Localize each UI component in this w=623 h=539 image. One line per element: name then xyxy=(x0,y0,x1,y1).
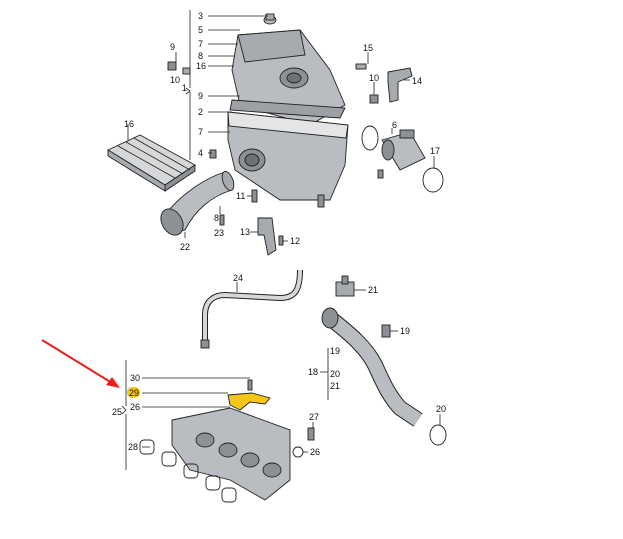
callout-26: 26 xyxy=(130,402,140,412)
callout-2: 2 xyxy=(198,107,203,117)
callout-15: 15 xyxy=(363,43,373,53)
callout-19: 19 xyxy=(400,326,410,336)
callout-25: 25 xyxy=(112,407,122,417)
bracket-21[interactable] xyxy=(335,275,355,297)
callout-20: 20 xyxy=(330,369,340,379)
callout-9b: 9 xyxy=(198,91,203,101)
intake-pipe[interactable] xyxy=(321,307,423,427)
callout-16-top: 16 xyxy=(196,61,206,71)
callout-14: 14 xyxy=(412,76,422,86)
callout-11: 11 xyxy=(236,191,245,201)
callout-29: 29 xyxy=(129,388,139,398)
callout-21: 21 xyxy=(368,285,378,295)
filter-panel[interactable] xyxy=(107,134,196,192)
callout-23: 23 xyxy=(214,228,224,238)
callout-22: 22 xyxy=(180,242,190,252)
air-filter-housing-lower[interactable] xyxy=(227,111,349,208)
callout-7: 7 xyxy=(198,39,203,49)
screw-icon[interactable] xyxy=(167,61,384,246)
callout-1: 1 xyxy=(182,83,187,93)
callout-30: 30 xyxy=(130,373,140,383)
callout-6: 6 xyxy=(392,120,397,130)
leader-lines xyxy=(121,10,441,470)
intake-duct[interactable] xyxy=(156,170,236,239)
red-arrow-icon xyxy=(41,339,120,388)
bracket-13[interactable] xyxy=(257,217,277,256)
highlight-marker xyxy=(127,387,140,398)
hose-clamp-20[interactable] xyxy=(429,424,447,446)
callout-7b: 7 xyxy=(198,127,203,137)
o-ring[interactable] xyxy=(361,125,379,151)
manifold-gasket[interactable] xyxy=(139,439,237,503)
callout-18: 18 xyxy=(308,367,318,377)
callout-20b: 20 xyxy=(436,404,446,414)
callout-8b: 8 xyxy=(214,213,219,223)
callout-16: 16 xyxy=(124,119,134,129)
callout-3: 3 xyxy=(198,11,203,21)
callout-26b: 26 xyxy=(310,447,320,457)
callout-27: 27 xyxy=(309,412,319,422)
breather-pipe[interactable] xyxy=(200,269,303,349)
callout-5: 5 xyxy=(198,25,203,35)
bracket-14[interactable] xyxy=(387,67,413,103)
intake-manifold[interactable] xyxy=(171,407,291,501)
callout-10: 10 xyxy=(369,73,379,83)
bolt-27[interactable] xyxy=(307,427,315,441)
callout-10-left: 10 xyxy=(170,75,180,85)
callout-24: 24 xyxy=(233,273,243,283)
highlighted-bracket-29[interactable] xyxy=(227,379,271,411)
callout-9: 9 xyxy=(170,42,175,52)
cap-icon[interactable] xyxy=(263,13,277,25)
callout-8: 8 xyxy=(198,51,203,61)
o-ring-26[interactable] xyxy=(292,446,304,458)
callout-4: 4 xyxy=(198,148,203,158)
callout-13: 13 xyxy=(240,227,250,237)
sensor-19[interactable] xyxy=(381,324,391,338)
callout-21b: 21 xyxy=(330,381,340,391)
callout-17: 17 xyxy=(430,146,440,156)
air-mass-meter[interactable] xyxy=(381,129,426,171)
air-filter-housing-upper[interactable] xyxy=(229,29,346,126)
callout-19b: 19 xyxy=(330,346,340,356)
callout-labels: 3 5 7 8 16 9 10 1 9 2 7 4 16 15 10 14 6 … xyxy=(112,11,446,457)
callout-28: 28 xyxy=(128,442,138,452)
callout-12: 12 xyxy=(290,236,300,246)
hose-clamp-17[interactable] xyxy=(422,167,444,193)
